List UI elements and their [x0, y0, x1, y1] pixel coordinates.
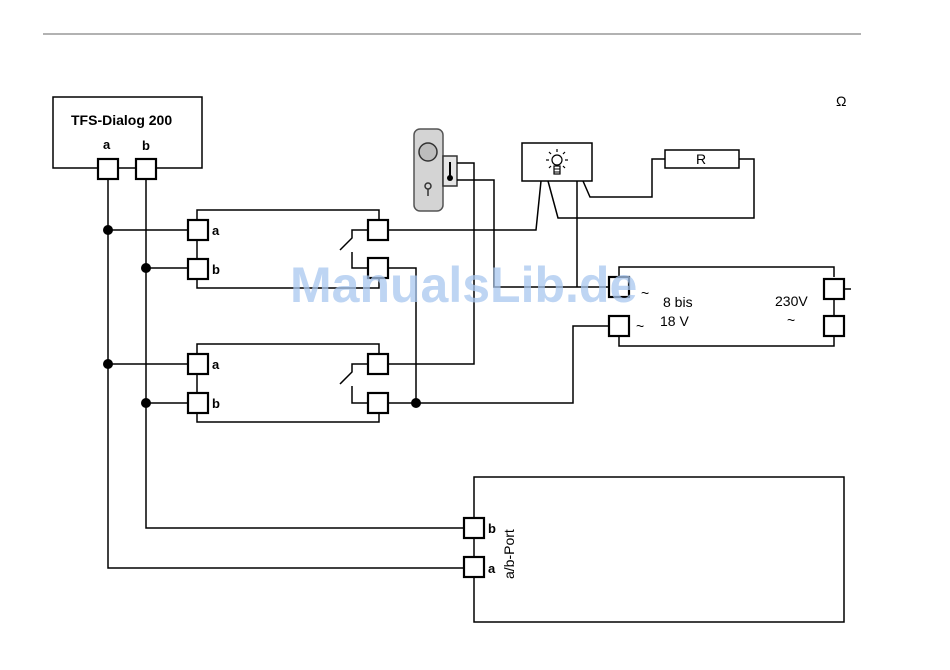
transformer-low-line1: 8 bis [663, 294, 693, 310]
resistor-label: R [696, 151, 706, 167]
relay1-terminal-b [188, 259, 208, 279]
relay1-contact-terminal-1 [368, 220, 388, 240]
relay1-terminal-a [188, 220, 208, 240]
dialog-terminal-b [136, 159, 156, 179]
dialog-label-a: a [103, 137, 111, 152]
junction-dot [411, 398, 421, 408]
relay2-label-b: b [212, 396, 220, 411]
relay2-label-a: a [212, 357, 220, 372]
transformer-high-voltage: 230V [775, 293, 808, 309]
lamp [522, 143, 592, 181]
relay2-contact-terminal-1 [368, 354, 388, 374]
door-opener [414, 129, 457, 211]
corner-symbol: Ω [836, 93, 846, 109]
port-terminal-a [464, 557, 484, 577]
port-label: a/b-Port [501, 529, 517, 579]
relay1-label-b: b [212, 262, 220, 277]
port-label-b: b [488, 521, 496, 536]
transformer-low-line2: 18 V [660, 313, 689, 329]
dialog-terminal-a [98, 159, 118, 179]
junction-dot [103, 225, 113, 235]
transformer-ac-low-symbol-2: ~ [636, 318, 644, 334]
resistor: R [665, 150, 739, 168]
watermark: ManualsLib.de [290, 257, 637, 313]
door-button-icon [419, 143, 437, 161]
transformer-high-terminal-1 [824, 279, 844, 299]
port-terminal-b [464, 518, 484, 538]
junctions [103, 225, 421, 408]
tfs-dialog-title: TFS-Dialog 200 [71, 112, 172, 128]
transformer-low-terminal-2 [609, 316, 629, 336]
relay2-contact-terminal-2 [368, 393, 388, 413]
tfs-dialog-unit: TFS-Dialog 200 a b [53, 97, 202, 168]
relay-2: a b [197, 344, 379, 422]
relay1-contact [340, 230, 368, 250]
relay1-label-a: a [212, 223, 220, 238]
relay2-terminal-a [188, 354, 208, 374]
port-label-a: a [488, 561, 496, 576]
transformer: ~ 8 bis ~ 18 V 230V ~ [619, 267, 834, 346]
transformer-ac-low-symbol: ~ [641, 285, 649, 301]
transformer-ac-high-symbol: ~ [787, 312, 795, 328]
junction-dot [141, 263, 151, 273]
ab-port-device: b a a/b-Port [474, 477, 844, 622]
relay2-contact [340, 364, 368, 384]
terminals [98, 159, 844, 577]
junction-dot [141, 398, 151, 408]
junction-dot [103, 359, 113, 369]
dialog-label-b: b [142, 138, 150, 153]
transformer-high-terminal-2 [824, 316, 844, 336]
relay2-terminal-b [188, 393, 208, 413]
wires [108, 159, 851, 568]
